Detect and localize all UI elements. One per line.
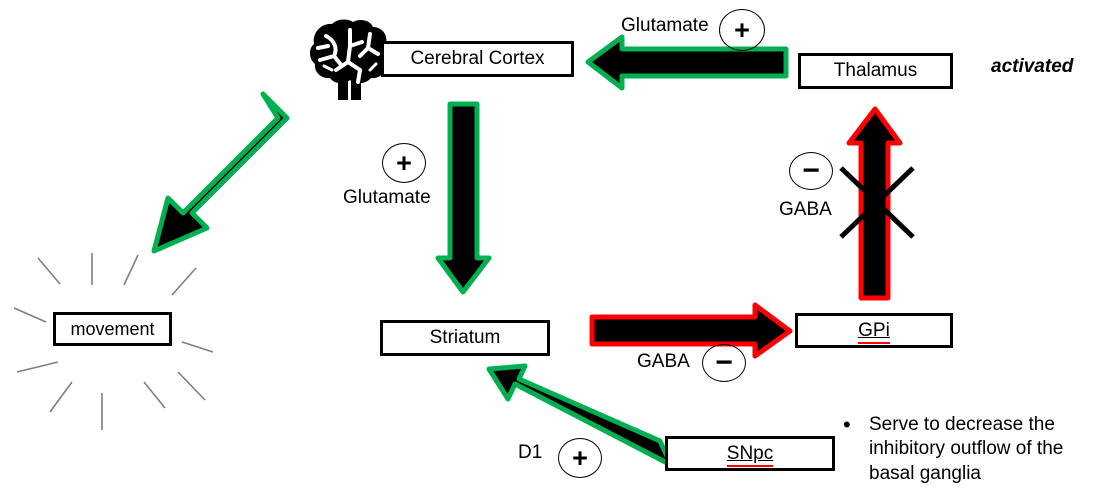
arrow-snpc-to-striatum: [486, 363, 674, 468]
label-d1-snpc-striatum: D1: [518, 442, 543, 463]
node-thalamus[interactable]: Thalamus: [798, 53, 953, 89]
sign-plus-thalamus-cortex: +: [719, 9, 765, 51]
node-label-gpi: GPi: [858, 319, 890, 344]
label-gaba-gpi-thalamus: GABA: [779, 199, 832, 220]
sign-plus-snpc-striatum: +: [558, 438, 602, 478]
label-glutamate-thalamus-cortex: Glutamate: [621, 15, 709, 36]
sign-symbol: +: [734, 14, 750, 45]
arrow-striatum-to-gpi: [589, 302, 793, 359]
label-gaba-striatum-gpi: GABA: [637, 351, 690, 372]
summary-bullet-list: • Serve to decrease the inhibitory outfl…: [843, 412, 1079, 486]
sign-symbol: −: [715, 345, 733, 379]
status-annotation-activated: activated: [991, 56, 1074, 77]
bullet-text: Serve to decrease the inhibitory outflow…: [869, 414, 1064, 484]
node-gpi[interactable]: GPi: [795, 313, 953, 348]
movement-sunburst: [13, 253, 214, 430]
node-label-thalamus: Thalamus: [833, 60, 918, 81]
node-cerebral-cortex[interactable]: Cerebral Cortex: [381, 41, 574, 77]
sign-symbol: +: [572, 442, 588, 473]
label-glutamate-cortex-striatum: Glutamate: [343, 187, 431, 208]
list-item: • Serve to decrease the inhibitory outfl…: [843, 412, 1079, 486]
bullet-marker-icon: •: [843, 412, 851, 437]
node-label-snpc: SNpc: [726, 442, 774, 467]
sign-minus-striatum-gpi: −: [702, 344, 746, 382]
node-label-striatum: Striatum: [429, 327, 501, 348]
arrow-cortex-to-striatum: [435, 101, 492, 295]
sign-plus-cortex-striatum: +: [382, 143, 426, 183]
node-snpc[interactable]: SNpc: [665, 436, 835, 471]
brain-icon: [309, 19, 391, 100]
node-label-movement: movement: [70, 318, 155, 339]
sign-symbol: −: [802, 153, 820, 187]
node-label-cerebral-cortex: Cerebral Cortex: [410, 48, 545, 69]
node-striatum[interactable]: Striatum: [380, 320, 550, 356]
sign-symbol: +: [396, 147, 412, 178]
sign-minus-gpi-thalamus: −: [789, 152, 833, 190]
arrow-to-movement: [151, 91, 290, 254]
node-movement[interactable]: movement: [53, 312, 172, 346]
blocked-pathway-x-icon: [839, 166, 915, 239]
